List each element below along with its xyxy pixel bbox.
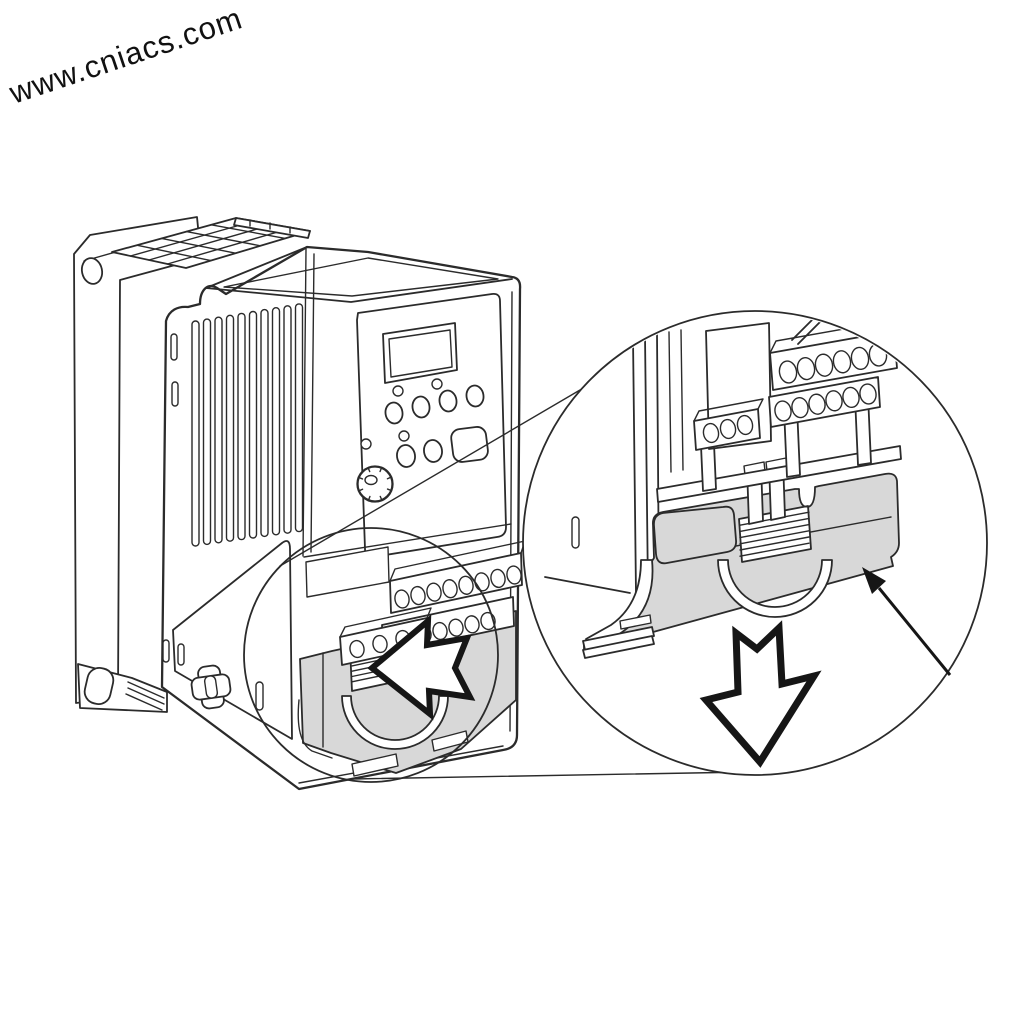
back-mounting-plate bbox=[73, 216, 202, 713]
leader-line-bottom bbox=[352, 771, 749, 780]
rail-channel-arch-zoom bbox=[717, 559, 833, 618]
rail-guide-hook bbox=[582, 559, 655, 659]
terminal-strip-upper bbox=[389, 540, 526, 614]
led-indicator bbox=[431, 378, 443, 390]
side-vent-slots bbox=[191, 303, 304, 547]
terminal-strip-upper-zoom bbox=[769, 318, 901, 391]
watermark-text: www.cniacs.com bbox=[4, 0, 247, 111]
corner-chamfer bbox=[302, 248, 315, 557]
ground-screw bbox=[190, 664, 232, 710]
keypad-panel bbox=[356, 292, 507, 558]
leader-line-top bbox=[279, 389, 581, 567]
rail-foot bbox=[351, 753, 399, 777]
release-down-arrow-icon bbox=[699, 620, 822, 768]
lcd-display bbox=[382, 322, 458, 384]
rail-foot bbox=[431, 730, 469, 752]
heatsink-grille bbox=[111, 217, 311, 269]
led-indicator bbox=[392, 385, 404, 397]
release-left-arrow-icon bbox=[367, 614, 476, 721]
top-lid bbox=[205, 246, 513, 303]
magnified-view bbox=[522, 310, 988, 776]
keypad-buttons bbox=[360, 384, 489, 468]
run-stop-button bbox=[450, 426, 489, 463]
mounting-hole bbox=[80, 257, 104, 285]
big-callout-circle bbox=[522, 310, 988, 776]
terminal-block-small bbox=[339, 607, 432, 666]
small-callout-circle bbox=[243, 527, 499, 783]
main-unit bbox=[73, 216, 526, 791]
potentiometer-knob bbox=[356, 465, 394, 503]
din-rail-edge-lines bbox=[125, 681, 165, 711]
door-slit-zoom bbox=[571, 516, 580, 549]
bottom-slot bbox=[83, 667, 115, 705]
terminal-strip-lower-zoom bbox=[768, 376, 881, 428]
terminal-block-small-zoom bbox=[693, 398, 764, 451]
rail-pointer-arrow-icon bbox=[862, 567, 952, 676]
